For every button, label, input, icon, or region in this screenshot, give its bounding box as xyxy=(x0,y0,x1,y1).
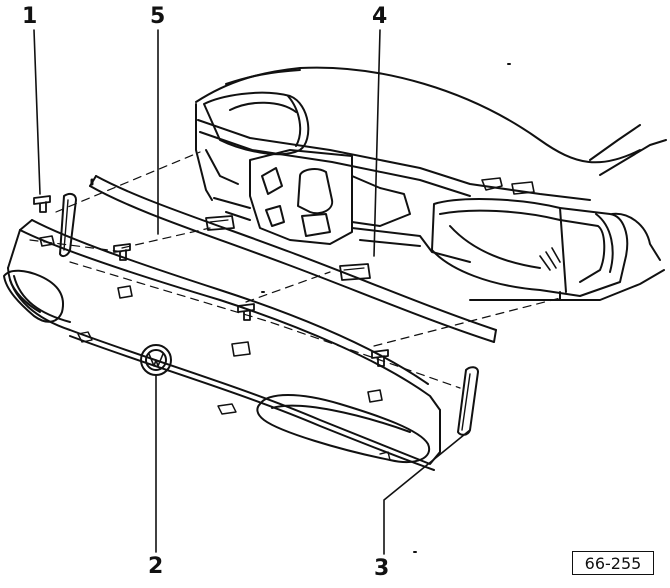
leader-3 xyxy=(383,429,471,555)
clip-part1-b xyxy=(113,243,131,261)
callout-2: 2 xyxy=(148,554,164,579)
callout-3: 3 xyxy=(374,556,390,581)
clip-part1-c xyxy=(237,303,255,321)
bumper-cover-part2 xyxy=(3,219,441,471)
side-strip-part3-left xyxy=(59,192,77,258)
clip-part1-d xyxy=(371,349,389,367)
figure-reference-number: 66-255 xyxy=(572,551,654,575)
leader-1 xyxy=(33,29,41,195)
callout-1: 1 xyxy=(22,4,38,29)
leader-lines xyxy=(33,29,471,555)
car-front-body xyxy=(195,66,667,301)
trim-strip-part5 xyxy=(89,175,497,343)
callout-4: 4 xyxy=(372,4,388,29)
leader-4 xyxy=(373,29,381,257)
alignment-dashed-lines xyxy=(29,151,561,389)
clip-part1 xyxy=(33,195,51,213)
callout-5: 5 xyxy=(150,4,166,29)
side-strip-part3-right xyxy=(457,366,479,436)
